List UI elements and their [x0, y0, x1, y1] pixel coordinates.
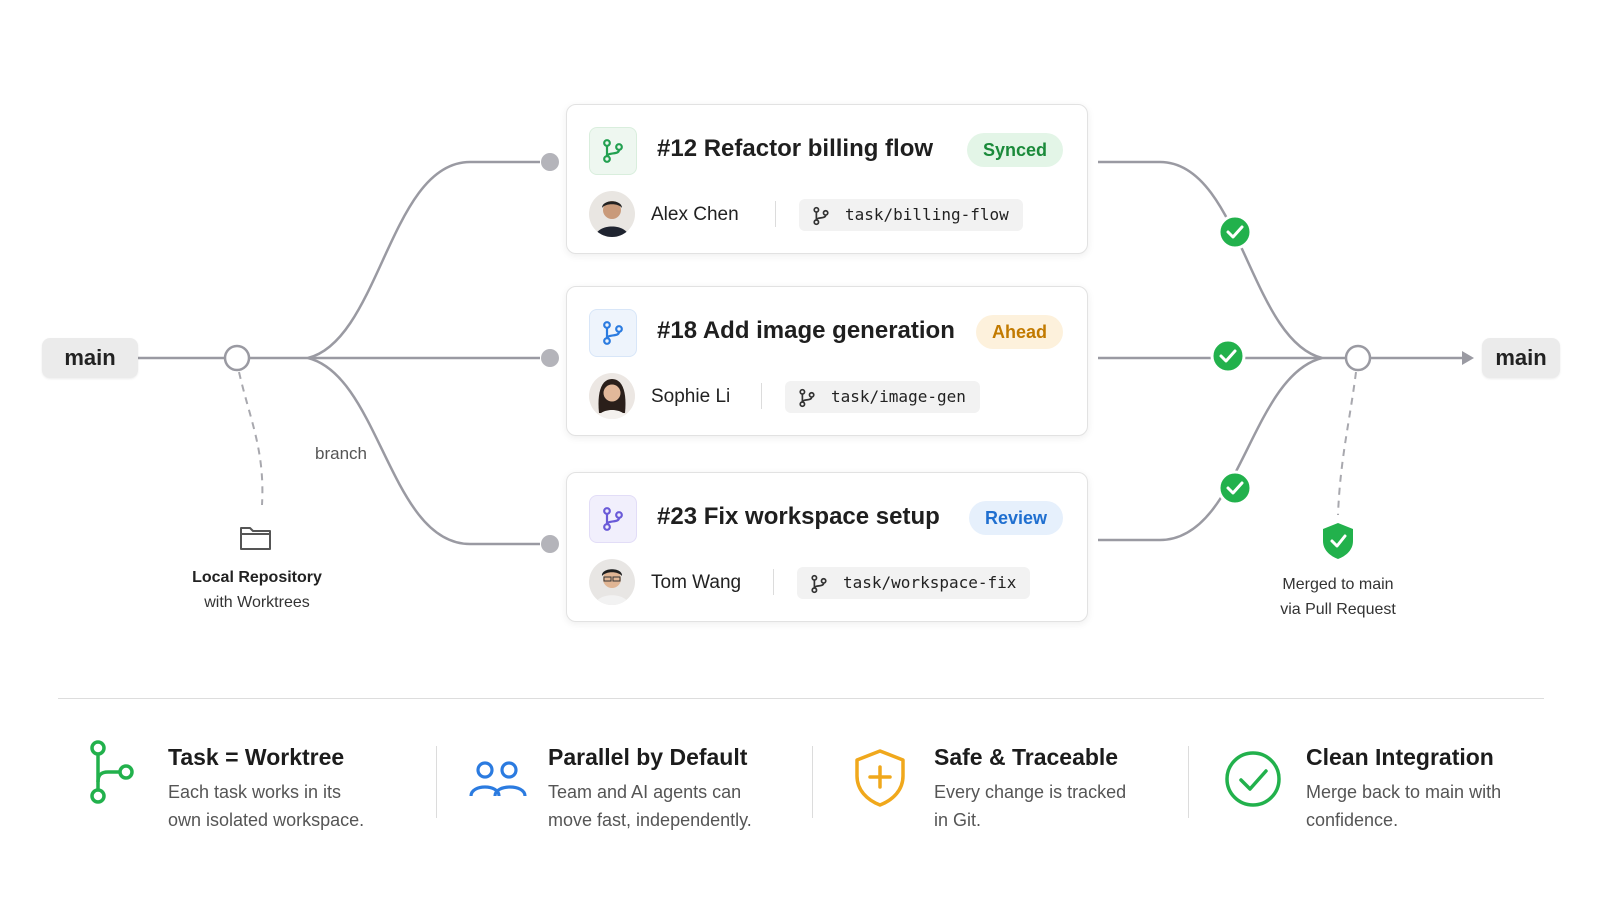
- feature-description: Each task works in its own isolated work…: [168, 778, 428, 834]
- git-flow-diagram: [138, 153, 1474, 559]
- task-card[interactable]: #12 Refactor billing flow Synced Alex Ch…: [566, 104, 1088, 254]
- merge-line-top: [1098, 160, 1323, 360]
- branch-end-dot-top: [541, 153, 559, 171]
- status-badge: Review: [968, 501, 1063, 535]
- git-branch-icon: [86, 740, 146, 806]
- branch-name: task/image-gen: [831, 387, 966, 406]
- branch-chip[interactable]: task/image-gen: [785, 381, 980, 413]
- branch-line-bottom: [307, 356, 540, 546]
- feature-title: Parallel by Default: [548, 744, 748, 770]
- branch-line-top: [307, 160, 540, 360]
- git-branch-icon: [589, 127, 637, 175]
- task-title: #18 Add image generation: [657, 317, 955, 344]
- merge-line-bottom: [1098, 356, 1323, 542]
- git-branch-icon: [797, 387, 817, 419]
- avatar: [589, 191, 635, 237]
- person-name: Alex Chen: [651, 204, 739, 225]
- section-divider: [58, 698, 1544, 699]
- feature-divider: [436, 746, 437, 818]
- merge-node: [1344, 344, 1372, 372]
- feature-desc-line: Merge back to main with: [1306, 782, 1502, 802]
- divider: [773, 569, 774, 595]
- merge-caption: Merged to main via Pull Request: [1228, 572, 1448, 622]
- status-badge: Ahead: [975, 315, 1063, 349]
- feature-desc-line: confidence.: [1306, 810, 1399, 830]
- local-repo-caption: Local Repository with Worktrees: [147, 565, 367, 615]
- divider: [761, 383, 762, 409]
- divider: [775, 201, 776, 227]
- shield-check-icon: [1323, 523, 1353, 559]
- feature-divider: [1188, 746, 1189, 818]
- repo-title: Local Repository: [192, 569, 322, 586]
- branch-name: task/workspace-fix: [843, 573, 1017, 592]
- main-start-pill: main: [42, 338, 138, 378]
- branch-end-dot-bottom: [541, 535, 559, 553]
- check-icon-bottom: [1217, 470, 1253, 506]
- branch-chip[interactable]: task/workspace-fix: [797, 567, 1031, 599]
- merge-dashed-line: [1337, 371, 1357, 516]
- check-circle-icon: [1224, 750, 1284, 816]
- repo-subtitle: with Worktrees: [204, 594, 310, 611]
- task-card[interactable]: #18 Add image generation Ahead Sophie Li…: [566, 286, 1088, 436]
- check-icon-top: [1217, 214, 1253, 250]
- main-end-pill: main: [1482, 338, 1560, 378]
- shield-plus-icon: [852, 748, 912, 814]
- task-title: #12 Refactor billing flow: [657, 135, 934, 162]
- git-branch-icon: [809, 573, 829, 605]
- branch-name: task/billing-flow: [845, 205, 1009, 224]
- avatar: [589, 373, 635, 419]
- folder-icon: [240, 527, 271, 550]
- task-card[interactable]: #23 Fix workspace setup Review Tom Wang …: [566, 472, 1088, 622]
- people-icon: [468, 760, 528, 826]
- branch-chip[interactable]: task/billing-flow: [799, 199, 1023, 231]
- feature-title: Task = Worktree: [168, 744, 345, 770]
- git-branch-icon: [589, 495, 637, 543]
- git-branch-icon: [811, 205, 831, 237]
- status-badge: Synced: [966, 133, 1063, 167]
- arrow-head-icon: [1462, 351, 1474, 365]
- avatar: [589, 559, 635, 605]
- check-icon-middle: [1210, 338, 1246, 374]
- branch-label: branch: [315, 444, 367, 463]
- feature-title: Safe & Traceable: [934, 744, 1119, 770]
- feature-description: Merge back to main with confidence.: [1306, 778, 1556, 834]
- feature-desc-line: Each task works in its: [168, 782, 342, 802]
- merge-line1: Merged to main: [1282, 576, 1394, 593]
- branch-end-dot-middle: [541, 349, 559, 367]
- feature-desc-line: Every change is tracked: [934, 782, 1127, 802]
- branch-start-node: [223, 344, 251, 372]
- feature-desc-line: move fast, independently.: [548, 810, 752, 830]
- feature-divider: [812, 746, 813, 818]
- feature-desc-line: own isolated workspace.: [168, 810, 365, 830]
- feature-desc-line: Team and AI agents can: [548, 782, 742, 802]
- person-name: Sophie Li: [651, 386, 731, 407]
- repo-dashed-line: [238, 371, 264, 506]
- person-name: Tom Wang: [651, 572, 742, 593]
- task-title: #23 Fix workspace setup: [657, 503, 940, 530]
- feature-description: Every change is tracked in Git.: [934, 778, 1194, 834]
- merge-line2: via Pull Request: [1280, 601, 1396, 618]
- feature-title: Clean Integration: [1306, 744, 1494, 770]
- feature-description: Team and AI agents can move fast, indepe…: [548, 778, 808, 834]
- git-branch-icon: [589, 309, 637, 357]
- feature-desc-line: in Git.: [934, 810, 982, 830]
